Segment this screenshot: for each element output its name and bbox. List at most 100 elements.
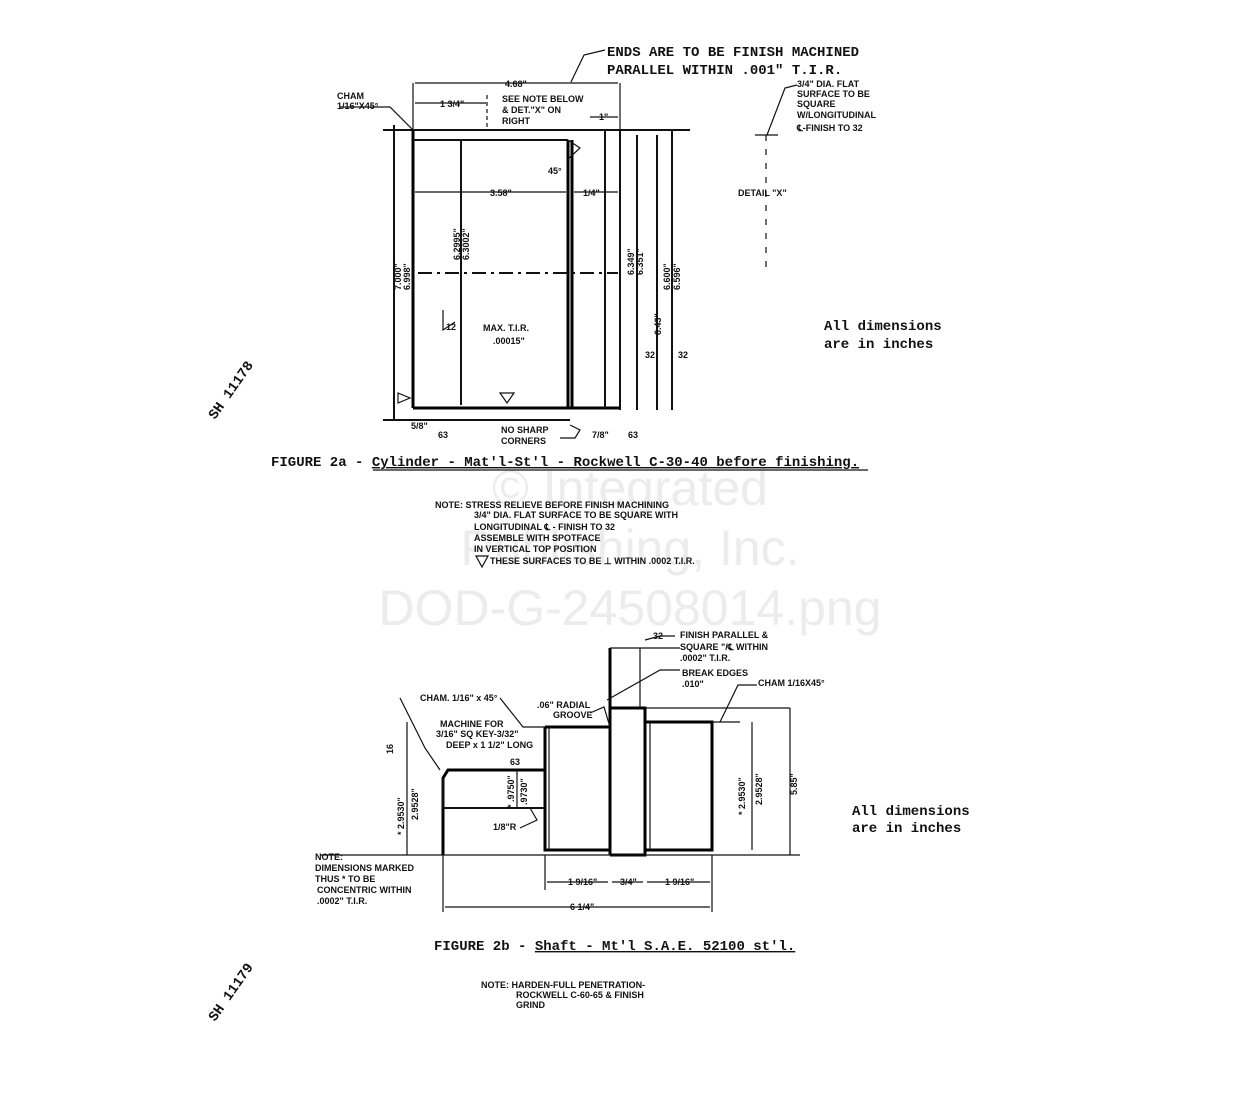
radius-label: 1/8"R — [493, 822, 517, 832]
dimension-label: 7.000" — [393, 263, 403, 290]
note-line: NOTE: — [315, 852, 343, 862]
figure-2b-caption: FIGURE 2b - Shaft - Mt'l S.A.E. 52100 st… — [434, 939, 795, 955]
figure-2b-concentric-note: NOTE: DIMENSIONS MARKED THUS * TO BE CON… — [315, 852, 415, 906]
finish-label: 63 — [510, 757, 520, 767]
dimension-label: 6.43" — [653, 313, 663, 335]
parallel-note: SQUARE "/℄ WITHIN — [680, 642, 768, 652]
dimension-label: 6.998" — [402, 263, 412, 290]
perpendicular-symbol-icon — [397, 392, 412, 404]
dimension-label: 2.9528" — [410, 788, 420, 820]
chamfer-label: CHAM 1/16X45° — [758, 678, 825, 688]
figure-2b-shaft: 32 FINISH PARALLEL & SQUARE "/℄ WITHIN .… — [206, 630, 970, 1025]
stamp-sh-11179: SH 11179 — [206, 961, 258, 1025]
ends-note: PARALLEL WITHIN .001" T.I.R. — [607, 63, 842, 79]
caption-text: Shaft - Mt'l S.A.E. 52100 st'l. — [535, 939, 795, 955]
finish-label: 16 — [385, 744, 395, 754]
note-line: CONCENTRIC WITHIN — [317, 885, 412, 895]
dimension-label: 1" — [599, 112, 608, 122]
chamfer-label: 1/16"X45° — [337, 101, 379, 111]
dimension-label: 6.349" — [626, 248, 636, 275]
detail-note: ℄-FINISH TO 32 — [796, 123, 863, 133]
tir-label: .00015" — [493, 336, 525, 346]
dimension-label: * 2.9530" — [737, 777, 747, 815]
note-line: NOTE: STRESS RELIEVE BEFORE FINISH MACHI… — [435, 500, 669, 510]
detail-note: 3/4" DIA. FLAT — [797, 79, 860, 89]
dimension-lines — [399, 635, 791, 912]
dimension-label: 6.351" — [635, 248, 645, 275]
figure-2b-harden-note: NOTE: HARDEN-FULL PENETRATION- ROCKWELL … — [481, 980, 645, 1010]
dimension-label: 5/8" — [411, 421, 428, 431]
chamfer-label: CHAM. 1/16" x 45° — [420, 693, 498, 703]
detail-note: SQUARE — [797, 99, 836, 109]
detail-note: W/LONGITUDINAL — [797, 110, 876, 120]
keyway-note: DEEP x 1 1/2" LONG — [446, 740, 533, 750]
watermark-line: © Integrated — [492, 460, 768, 516]
dimension-label: * 2.9530" — [396, 797, 406, 835]
finish-label: 32 — [653, 631, 663, 641]
note-line: 3/4" DIA. FLAT SURFACE TO BE SQUARE WITH — [474, 510, 678, 520]
finish-label: 32 — [645, 350, 655, 360]
dimension-label: 6 1/4" — [570, 902, 594, 912]
no-sharp-corners-label: CORNERS — [501, 436, 546, 446]
dimension-label: .9730" — [519, 778, 529, 805]
dimension-lines — [340, 49, 621, 439]
units-label: All dimensions — [852, 804, 970, 820]
note-line: THUS * TO BE — [315, 874, 375, 884]
figure-2a-note: NOTE: STRESS RELIEVE BEFORE FINISH MACHI… — [435, 500, 695, 569]
angle-label: 45° — [548, 166, 562, 176]
cylinder-outline — [383, 125, 690, 421]
see-note-label: RIGHT — [502, 116, 531, 126]
caption-prefix: FIGURE 2a - — [271, 455, 372, 471]
finish-label: 32 — [678, 350, 688, 360]
ends-note: ENDS ARE TO BE FINISH MACHINED — [607, 45, 859, 61]
keyway-note: 3/16" SQ KEY-3/32" — [436, 729, 519, 739]
parallel-note: FINISH PARALLEL & — [680, 630, 769, 640]
dimension-label: 3.58" — [490, 188, 512, 198]
finish-label: 63 — [438, 430, 448, 440]
detail-note: SURFACE TO BE — [797, 89, 870, 99]
finish-symbol-icon — [442, 310, 456, 332]
groove-label: .06" RADIAL — [537, 700, 591, 710]
dimension-label: 1/4" — [583, 188, 600, 198]
keyway-note: MACHINE FOR — [440, 719, 504, 729]
note-line: LONGITUDINAL ℄ - FINISH TO 32 — [474, 522, 615, 532]
caption-prefix: FIGURE 2b - — [434, 939, 535, 955]
note-line: GRIND — [516, 1000, 546, 1010]
see-note-label: SEE NOTE BELOW — [502, 94, 584, 104]
shaft-outline — [320, 647, 800, 857]
dimension-label: * .9750" — [506, 775, 516, 808]
dimension-label: 1 9/16" — [665, 877, 694, 887]
dimension-label: 6.3002" — [461, 228, 471, 260]
no-sharp-corners-label: NO SHARP — [501, 425, 549, 435]
note-line: IN VERTICAL TOP POSITION — [474, 544, 597, 554]
perpendicular-symbol-icon — [474, 555, 490, 569]
perpendicular-symbol-icon — [498, 392, 516, 405]
parallel-note: .0002" T.I.R. — [680, 653, 730, 663]
figure-2a-caption: FIGURE 2a - Cylinder - Mat'l-St'l - Rock… — [271, 455, 859, 471]
finish-label: 12 — [446, 322, 456, 332]
watermark-line: DOD-G-24508014.png — [378, 580, 881, 636]
see-note-label: & DET."X" ON — [502, 105, 561, 115]
dimension-label: 6.600" — [662, 263, 672, 290]
finish-label: 63 — [628, 430, 638, 440]
note-line: ASSEMBLE WITH SPOTFACE — [474, 533, 601, 543]
stamp-sh-11178: SH 11178 — [206, 359, 258, 423]
dimension-label: 5.85" — [789, 773, 799, 795]
watermark: © Integrated Publishing, Inc. DOD-G-2450… — [378, 460, 881, 636]
note-line: THESE SURFACES TO BE ⊥ WITHIN .0002 T.I.… — [490, 556, 695, 566]
note-line: NOTE: HARDEN-FULL PENETRATION- — [481, 980, 645, 990]
dimension-label: 4.68" — [505, 79, 527, 89]
break-edges-label: .010" — [682, 679, 704, 689]
watermark-line: Publishing, Inc. — [460, 520, 799, 576]
note-line: ROCKWELL C-60-65 & FINISH — [516, 990, 644, 1000]
dimension-label: 1 3/4" — [440, 99, 464, 109]
dimension-label: 6.596" — [672, 263, 682, 290]
dimension-label: 7/8" — [592, 430, 609, 440]
dimension-label: 3/4" — [620, 877, 637, 887]
dimension-label: 2.9528" — [754, 773, 764, 805]
dimension-label: 6.2995" — [452, 228, 462, 260]
units-label: are in inches — [824, 337, 933, 353]
detail-label: DETAIL "X" — [738, 188, 787, 198]
units-label: All dimensions — [824, 319, 942, 335]
